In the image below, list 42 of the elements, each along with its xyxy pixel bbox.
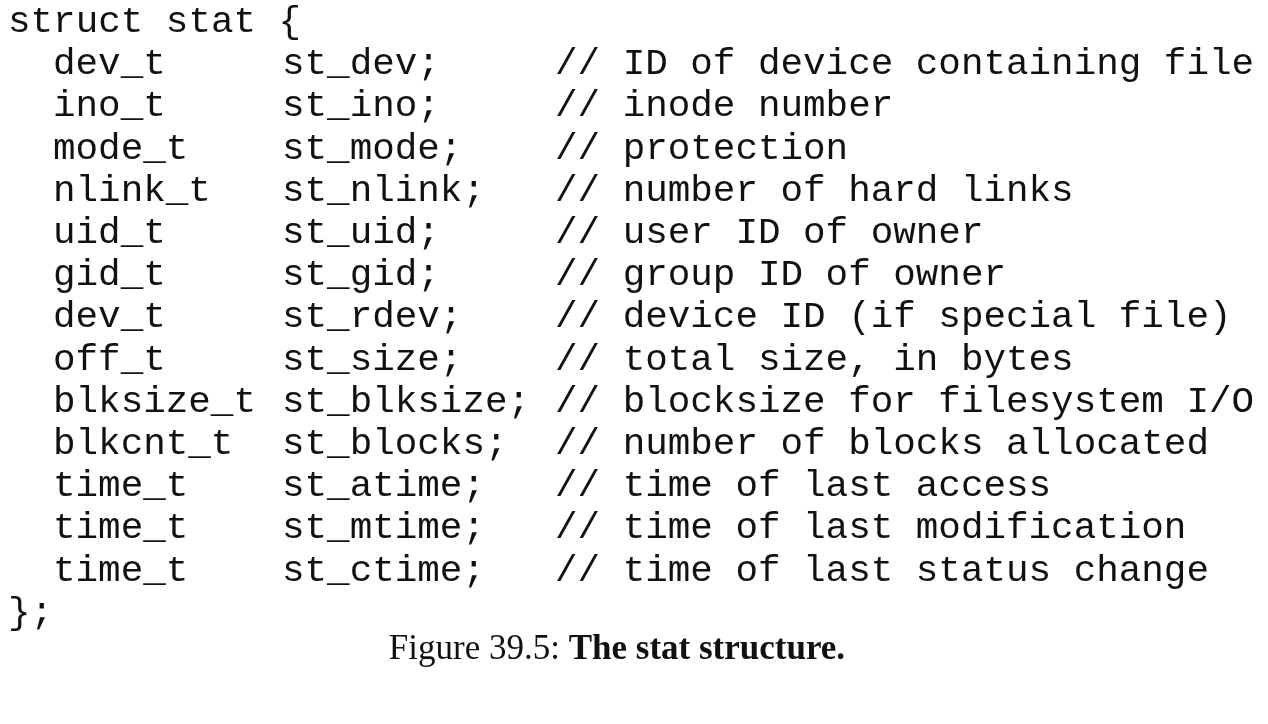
code-line: }; <box>8 591 54 634</box>
code-comment: // blocksize for filesystem I/O <box>555 380 1255 423</box>
type-name: mode_t <box>53 127 189 170</box>
type-name: gid_t <box>53 254 166 297</box>
field-name: st_size; <box>282 338 463 381</box>
code-comment: // number of blocks allocated <box>555 423 1209 465</box>
type-name: blksize_t <box>53 380 256 423</box>
code-line: struct stat { <box>8 1 302 43</box>
code-comment: // time of last access <box>555 465 1052 508</box>
code-comment: // group ID of owner <box>555 254 1006 297</box>
type-name: ino_t <box>53 85 166 128</box>
field-name: st_gid; <box>282 254 440 297</box>
field-name: st_blksize; <box>282 380 531 423</box>
type-name: nlink_t <box>53 169 211 212</box>
field-name: st_rdev; <box>282 296 463 339</box>
code-comment: // device ID (if special file) <box>555 296 1232 339</box>
field-name: st_atime; <box>282 465 485 508</box>
type-name: time_t <box>53 507 189 550</box>
figure-caption: Figure 39.5: The stat structure. <box>387 627 847 669</box>
type-name: time_t <box>53 549 189 592</box>
field-name: st_nlink; <box>282 169 485 212</box>
type-name: uid_t <box>53 212 166 254</box>
field-name: st_blocks; <box>282 423 508 465</box>
type-name: blkcnt_t <box>53 423 234 465</box>
code-comment: // total size, in bytes <box>555 338 1074 381</box>
field-name: st_uid; <box>282 212 440 254</box>
type-name: dev_t <box>53 43 166 86</box>
field-name: st_dev; <box>282 43 440 86</box>
type-name: time_t <box>53 465 189 508</box>
code-comment: // user ID of owner <box>555 212 984 254</box>
code-comment: // inode number <box>555 85 894 128</box>
field-name: st_ctime; <box>282 549 485 592</box>
field-name: st_mode; <box>282 127 463 170</box>
code-comment: // ID of device containing file <box>555 43 1255 86</box>
code-comment: // protection <box>555 127 849 170</box>
code-comment: // number of hard links <box>555 169 1074 212</box>
code-comment: // time of last modification <box>555 507 1187 550</box>
type-name: off_t <box>53 338 166 381</box>
field-name: st_mtime; <box>282 507 485 550</box>
code-comment: // time of last status change <box>555 549 1209 592</box>
field-name: st_ino; <box>282 85 440 128</box>
type-name: dev_t <box>53 296 166 339</box>
